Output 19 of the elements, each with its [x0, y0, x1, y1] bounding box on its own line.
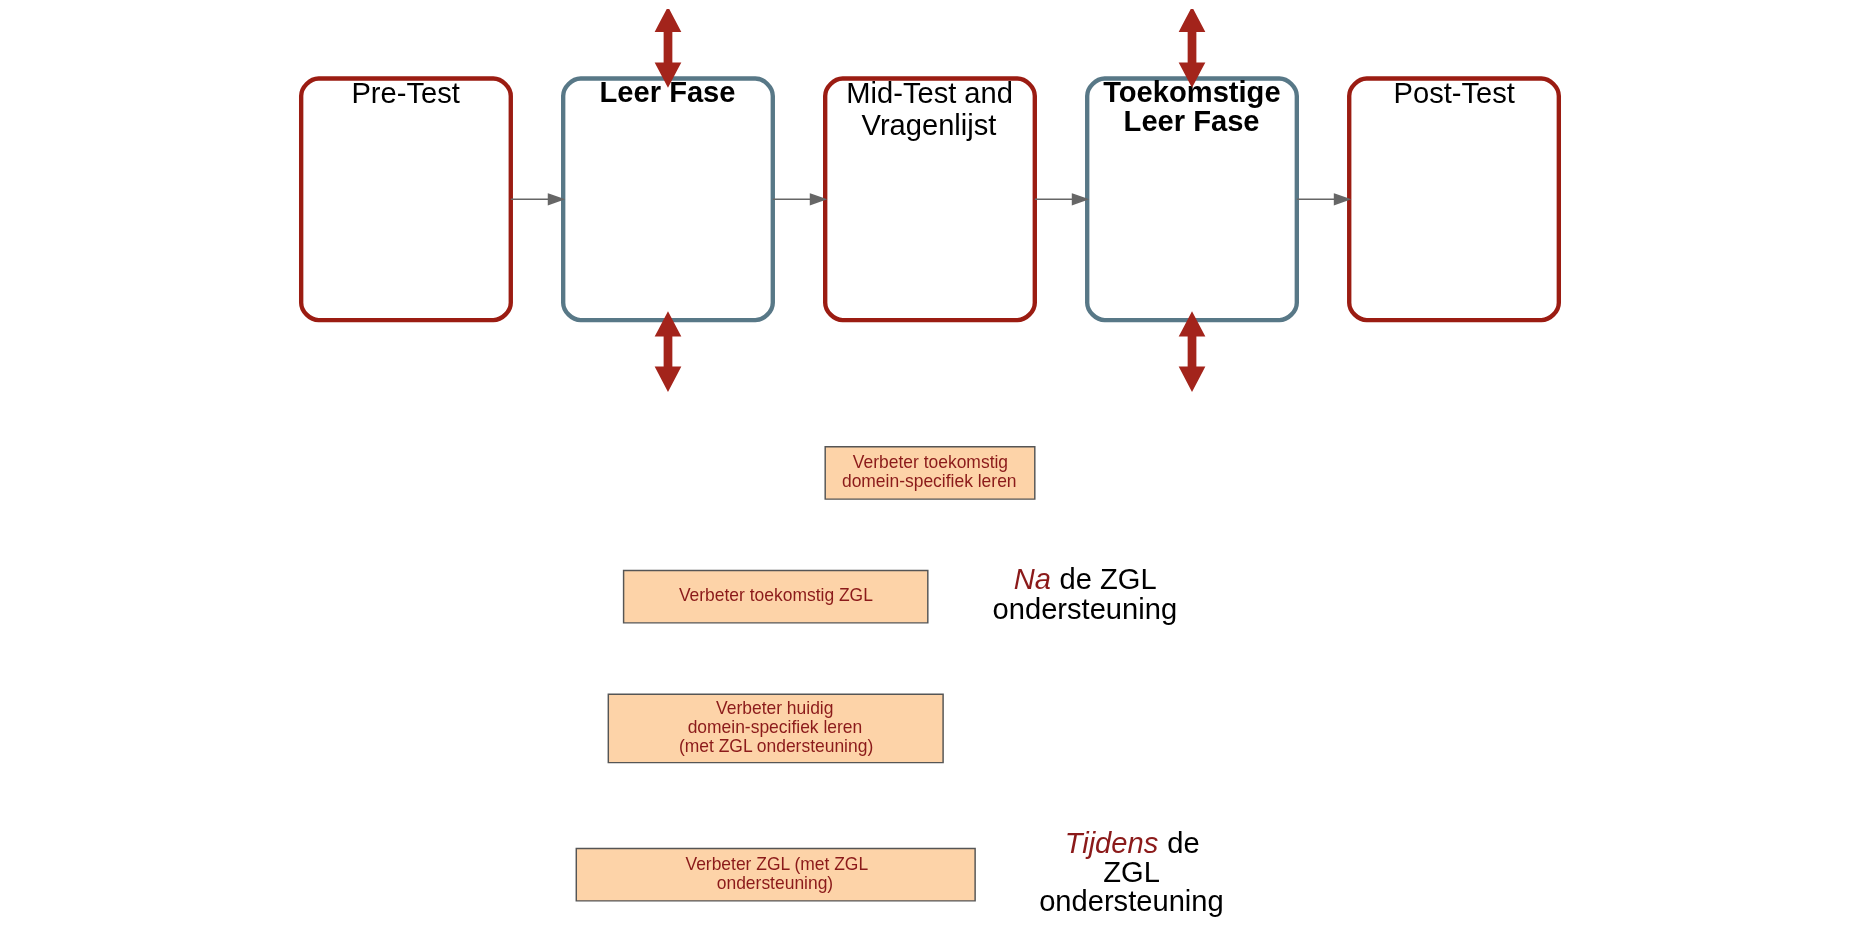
arrow — [654, 8, 682, 88]
node-box: Verbeter toekomstig ZGL — [622, 569, 929, 624]
node-box: Mid-Test and Vragenlijst — [823, 75, 1037, 322]
arrow — [1178, 8, 1206, 88]
node-box: Verbeter toekomstig domein-specifiek leren — [824, 445, 1036, 500]
node-box: Verbeter ZGL (met ZGL ondersteuning) — [575, 847, 976, 902]
node-box: Leer Fase — [561, 75, 775, 322]
label: Tijdens de ZGL ondersteuning — [1039, 826, 1224, 917]
label: Na de ZGL ondersteuning — [992, 562, 1178, 624]
node-box: Verbeter huidig domein-specifiek leren (met ZGL ondersteuning) — [607, 692, 944, 763]
node-box: Post-Test — [1347, 75, 1561, 322]
arrow — [654, 310, 682, 392]
arrow — [772, 192, 828, 205]
arrow — [1178, 310, 1206, 392]
arrow — [510, 192, 566, 205]
arrow — [1034, 192, 1090, 205]
node-box: Pre-Test — [299, 75, 513, 322]
arrow — [1296, 192, 1352, 205]
node-box: Toekomstige Leer Fase — [1085, 75, 1299, 322]
